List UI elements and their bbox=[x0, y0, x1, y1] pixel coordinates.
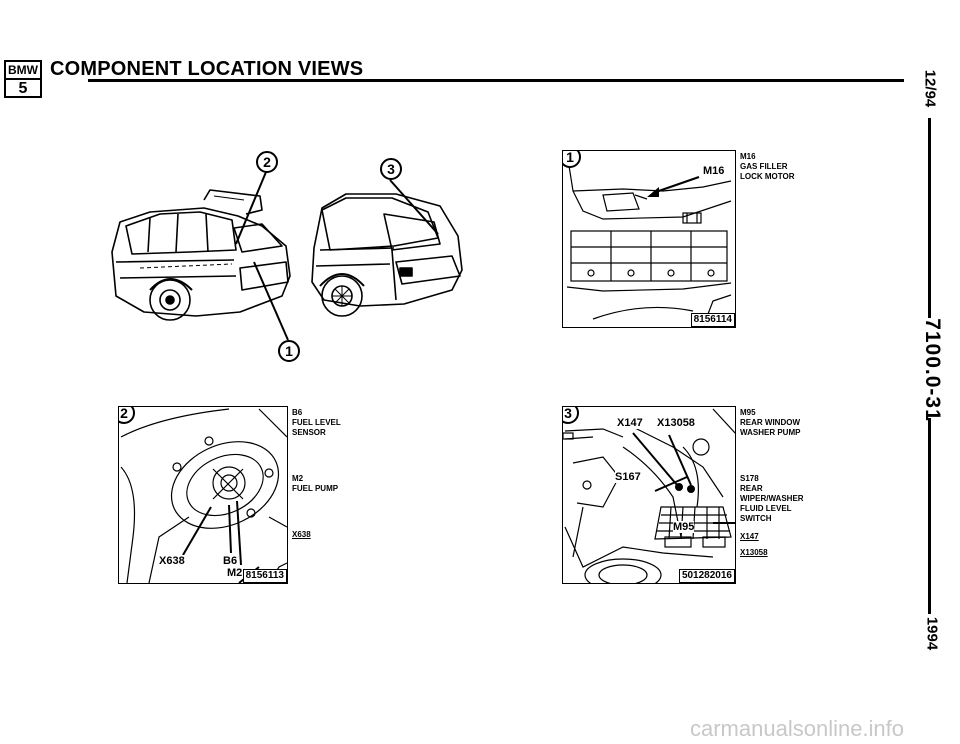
panel-fuel-pump-detail: 2 X638 B6 M2 8156113 bbox=[118, 406, 288, 584]
panel3-ref-number: 501282016 bbox=[678, 569, 735, 583]
legend-desc-line: REAR WINDOW bbox=[740, 418, 800, 427]
legend-code: S178 bbox=[740, 474, 759, 483]
legend-code: X638 bbox=[292, 530, 311, 539]
legend-desc-line: FLUID LEVEL bbox=[740, 504, 792, 513]
legend-code: B6 bbox=[292, 408, 303, 417]
panel3-legend-x147: X147 bbox=[740, 532, 759, 542]
logo-top-text: BMW bbox=[6, 62, 40, 80]
washer-pump-drawing bbox=[563, 408, 735, 583]
legend-code: X147 bbox=[740, 532, 759, 541]
panel3-legend-s178: S178 REAR WIPER/WASHER FLUID LEVEL SWITC… bbox=[740, 474, 804, 524]
logo-bottom-text: 5 bbox=[18, 80, 28, 97]
panel2-legend-m2: M2 FUEL PUMP bbox=[292, 474, 338, 494]
fuel-tank-drawing bbox=[120, 408, 287, 583]
margin-rule-upper bbox=[928, 118, 931, 318]
panel3-legend-x13058: X13058 bbox=[740, 548, 768, 558]
margin-rule-lower bbox=[928, 418, 931, 614]
panel3-tag-s167: S167 bbox=[615, 471, 641, 483]
legend-desc-line: REAR bbox=[740, 484, 763, 493]
legend-desc-line: SWITCH bbox=[740, 514, 772, 523]
panel1-legend-m16: M16 GAS FILLER LOCK MOTOR bbox=[740, 152, 795, 182]
panel-gas-filler-detail: 1 M16 8156114 bbox=[562, 150, 736, 328]
panel2-legend-x638: X638 bbox=[292, 530, 311, 540]
overview-callout-2: 2 bbox=[256, 151, 278, 173]
legend-desc-line: FUEL PUMP bbox=[292, 484, 339, 493]
page-title: COMPONENT LOCATION VIEWS bbox=[50, 58, 364, 80]
panel2-callout: 2 bbox=[119, 407, 135, 424]
site-watermark: carmanualsonline.info bbox=[690, 716, 905, 741]
legend-code: X13058 bbox=[740, 548, 768, 557]
panel2-tag-b6: B6 bbox=[223, 555, 238, 567]
panel3-tag-x13058: X13058 bbox=[657, 417, 695, 429]
legend-desc-line: WASHER PUMP bbox=[740, 428, 801, 437]
panel2-tag-x638: X638 bbox=[159, 555, 185, 567]
gas-filler-drawing bbox=[566, 152, 732, 327]
panel3-tag-m95: M95 bbox=[673, 521, 695, 533]
legend-desc-line: WIPER/WASHER bbox=[740, 494, 804, 503]
panel2-tag-m2: M2 bbox=[227, 567, 243, 579]
legend-code: M16 bbox=[740, 152, 756, 161]
overview-callout-1: 1 bbox=[278, 340, 300, 362]
legend-desc-line: SENSOR bbox=[292, 428, 326, 437]
legend-code: M95 bbox=[740, 408, 756, 417]
panel1-ref-number: 8156114 bbox=[690, 313, 735, 327]
panel2-ref-number: 8156113 bbox=[242, 569, 287, 583]
panel2-legend-b6: B6 FUEL LEVEL SENSOR bbox=[292, 408, 341, 438]
bmw-5-series-logo: BMW 5 bbox=[4, 60, 42, 98]
panel3-tag-x147: X147 bbox=[617, 417, 643, 429]
panel1-callout: 1 bbox=[563, 151, 581, 168]
panel3-legend-m95: M95 REAR WINDOW WASHER PUMP bbox=[740, 408, 800, 438]
header-rule bbox=[88, 79, 904, 82]
legend-desc-line: LOCK MOTOR bbox=[740, 172, 795, 181]
legend-desc-line: GAS FILLER bbox=[740, 162, 788, 171]
panel3-callout: 3 bbox=[563, 407, 579, 424]
legend-desc-line: FUEL LEVEL bbox=[292, 418, 341, 427]
overview-callout-3: 3 bbox=[380, 158, 402, 180]
panel1-tag-m16: M16 bbox=[703, 165, 725, 177]
panel-rear-washer-detail: 3 X147 X13058 S167 M95 501282016 bbox=[562, 406, 736, 584]
legend-code: M2 bbox=[292, 474, 304, 483]
